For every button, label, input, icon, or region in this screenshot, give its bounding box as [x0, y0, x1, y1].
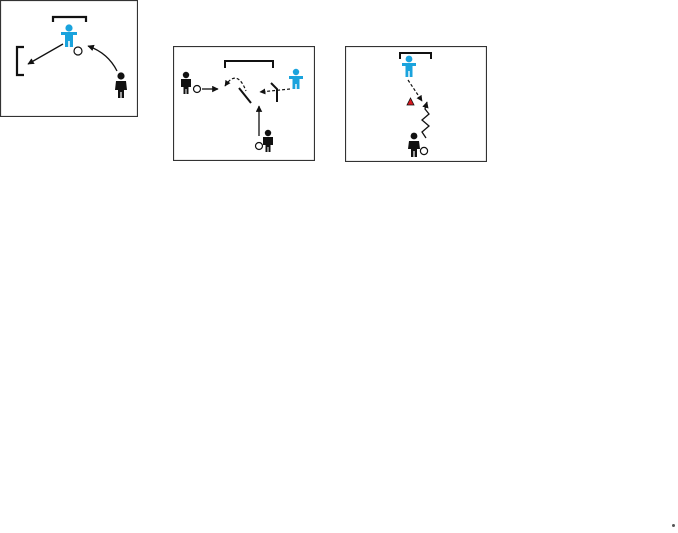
- goal-icon: [15, 45, 24, 77]
- drill-diagram-3: [345, 46, 487, 162]
- corner-dot: [672, 524, 675, 527]
- goal-icon: [224, 60, 274, 68]
- goalkeeper-icon: [61, 24, 77, 47]
- pass-arrow: [27, 43, 64, 65]
- ball-icon: [73, 46, 83, 56]
- drill-diagram-2: [173, 46, 315, 161]
- player-icon: [263, 129, 273, 152]
- field-frame: [0, 0, 138, 117]
- cone-icon: [406, 97, 415, 106]
- ball-icon: [192, 84, 202, 94]
- goalkeeper-icon: [289, 68, 303, 89]
- ball-icon: [254, 141, 264, 151]
- dribble-arrow: [224, 77, 247, 92]
- field-frame: [173, 46, 315, 161]
- pass-arrow: [407, 79, 423, 102]
- ball-icon: [419, 146, 429, 156]
- mini-goal-right: [270, 82, 278, 102]
- drill-diagram-1: [0, 0, 138, 117]
- mini-goal-left: [238, 87, 252, 104]
- player-icon: [408, 132, 420, 157]
- dribble-arrow: [421, 101, 430, 139]
- run-arrow: [87, 44, 118, 72]
- player-icon: [115, 72, 127, 98]
- throw-arrow: [259, 88, 291, 95]
- goal-icon: [51, 15, 88, 22]
- player-icon: [181, 71, 191, 94]
- goalkeeper-icon: [402, 55, 416, 77]
- goal-icon: [399, 52, 432, 59]
